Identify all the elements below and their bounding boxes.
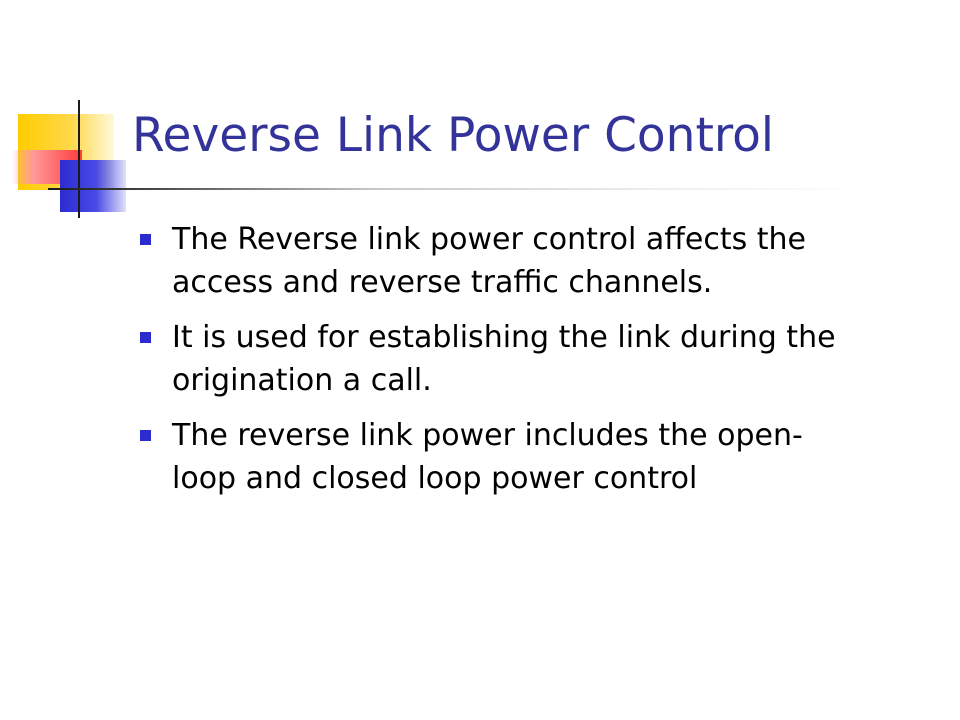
bullet-text: It is used for establishing the link dur…	[172, 320, 836, 398]
bullet-text: The reverse link power includes the open…	[172, 418, 803, 496]
square-bullet-icon	[140, 234, 151, 245]
square-bullet-icon	[140, 332, 151, 343]
bullet-item: The reverse link power includes the open…	[140, 414, 860, 500]
vertical-rule	[78, 100, 80, 218]
title-underline	[48, 188, 868, 190]
slide-title: Reverse Link Power Control	[132, 108, 774, 163]
bullet-item: The Reverse link power control affects t…	[140, 218, 860, 304]
title-underline-container	[0, 0, 960, 220]
blue-block	[60, 160, 126, 212]
corner-decoration	[0, 0, 140, 220]
square-bullet-icon	[140, 430, 151, 441]
bullet-item: It is used for establishing the link dur…	[140, 316, 860, 402]
bullet-list: The Reverse link power control affects t…	[140, 218, 860, 512]
bullet-text: The Reverse link power control affects t…	[172, 222, 806, 300]
